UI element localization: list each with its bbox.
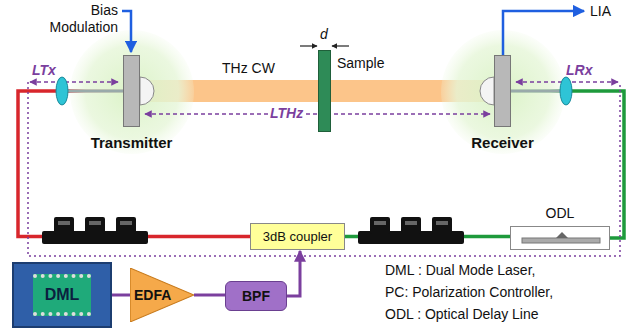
- fiber-tip: [511, 90, 566, 93]
- length-label: LTx: [32, 62, 56, 79]
- note: ODL : Optical Delay Line: [385, 306, 539, 323]
- signal-name: LIA: [590, 3, 611, 20]
- fiber: [112, 294, 130, 297]
- lens: [560, 77, 572, 105]
- note: PC: Polarization Controller,: [385, 284, 553, 301]
- node-label: Transmitter: [91, 134, 173, 151]
- beam-label: THz CW: [222, 60, 275, 77]
- node-label: ODL: [546, 205, 575, 221]
- fiber-tip: [62, 90, 123, 93]
- node-label: EDFA: [134, 287, 171, 303]
- fiber: [194, 294, 225, 297]
- node-label: 3dB coupler: [263, 229, 332, 244]
- signal-name: Bias Modulation: [26, 2, 118, 36]
- delay-line-box: ODL: [510, 226, 610, 250]
- polarization-controller: [358, 217, 464, 244]
- si-lens: [140, 77, 154, 105]
- signal-wire: [122, 11, 131, 52]
- fiber: [287, 251, 300, 296]
- node-label: DML: [33, 274, 92, 316]
- polarization-controller: [42, 217, 148, 244]
- dimension-arrow: [332, 45, 349, 46]
- coupler-box: 3dB coupler: [250, 223, 345, 250]
- node-label: Receiver: [471, 134, 534, 151]
- laser-box: DML: [12, 262, 112, 328]
- filter-box: BPF: [225, 281, 287, 311]
- delay-slider: [522, 232, 600, 243]
- length-label: LTHz: [268, 105, 305, 122]
- length-label: LRx: [566, 62, 592, 79]
- lens: [56, 77, 68, 105]
- node-label: Sample: [337, 55, 384, 71]
- dimension-arrow: [300, 45, 317, 46]
- amplifier-triangle: EDFA: [130, 268, 194, 322]
- dimension-label: d: [320, 26, 328, 43]
- length-arrow: [30, 81, 118, 83]
- node-label: BPF: [242, 288, 270, 304]
- detector-block: Receiver: [494, 55, 511, 127]
- signal-wire: [503, 11, 584, 55]
- note: DML : Dual Mode Laser,: [385, 262, 535, 279]
- emitter-block: Transmitter: [123, 55, 140, 127]
- sample-slab: Sample: [318, 50, 331, 132]
- si-lens: [480, 77, 494, 105]
